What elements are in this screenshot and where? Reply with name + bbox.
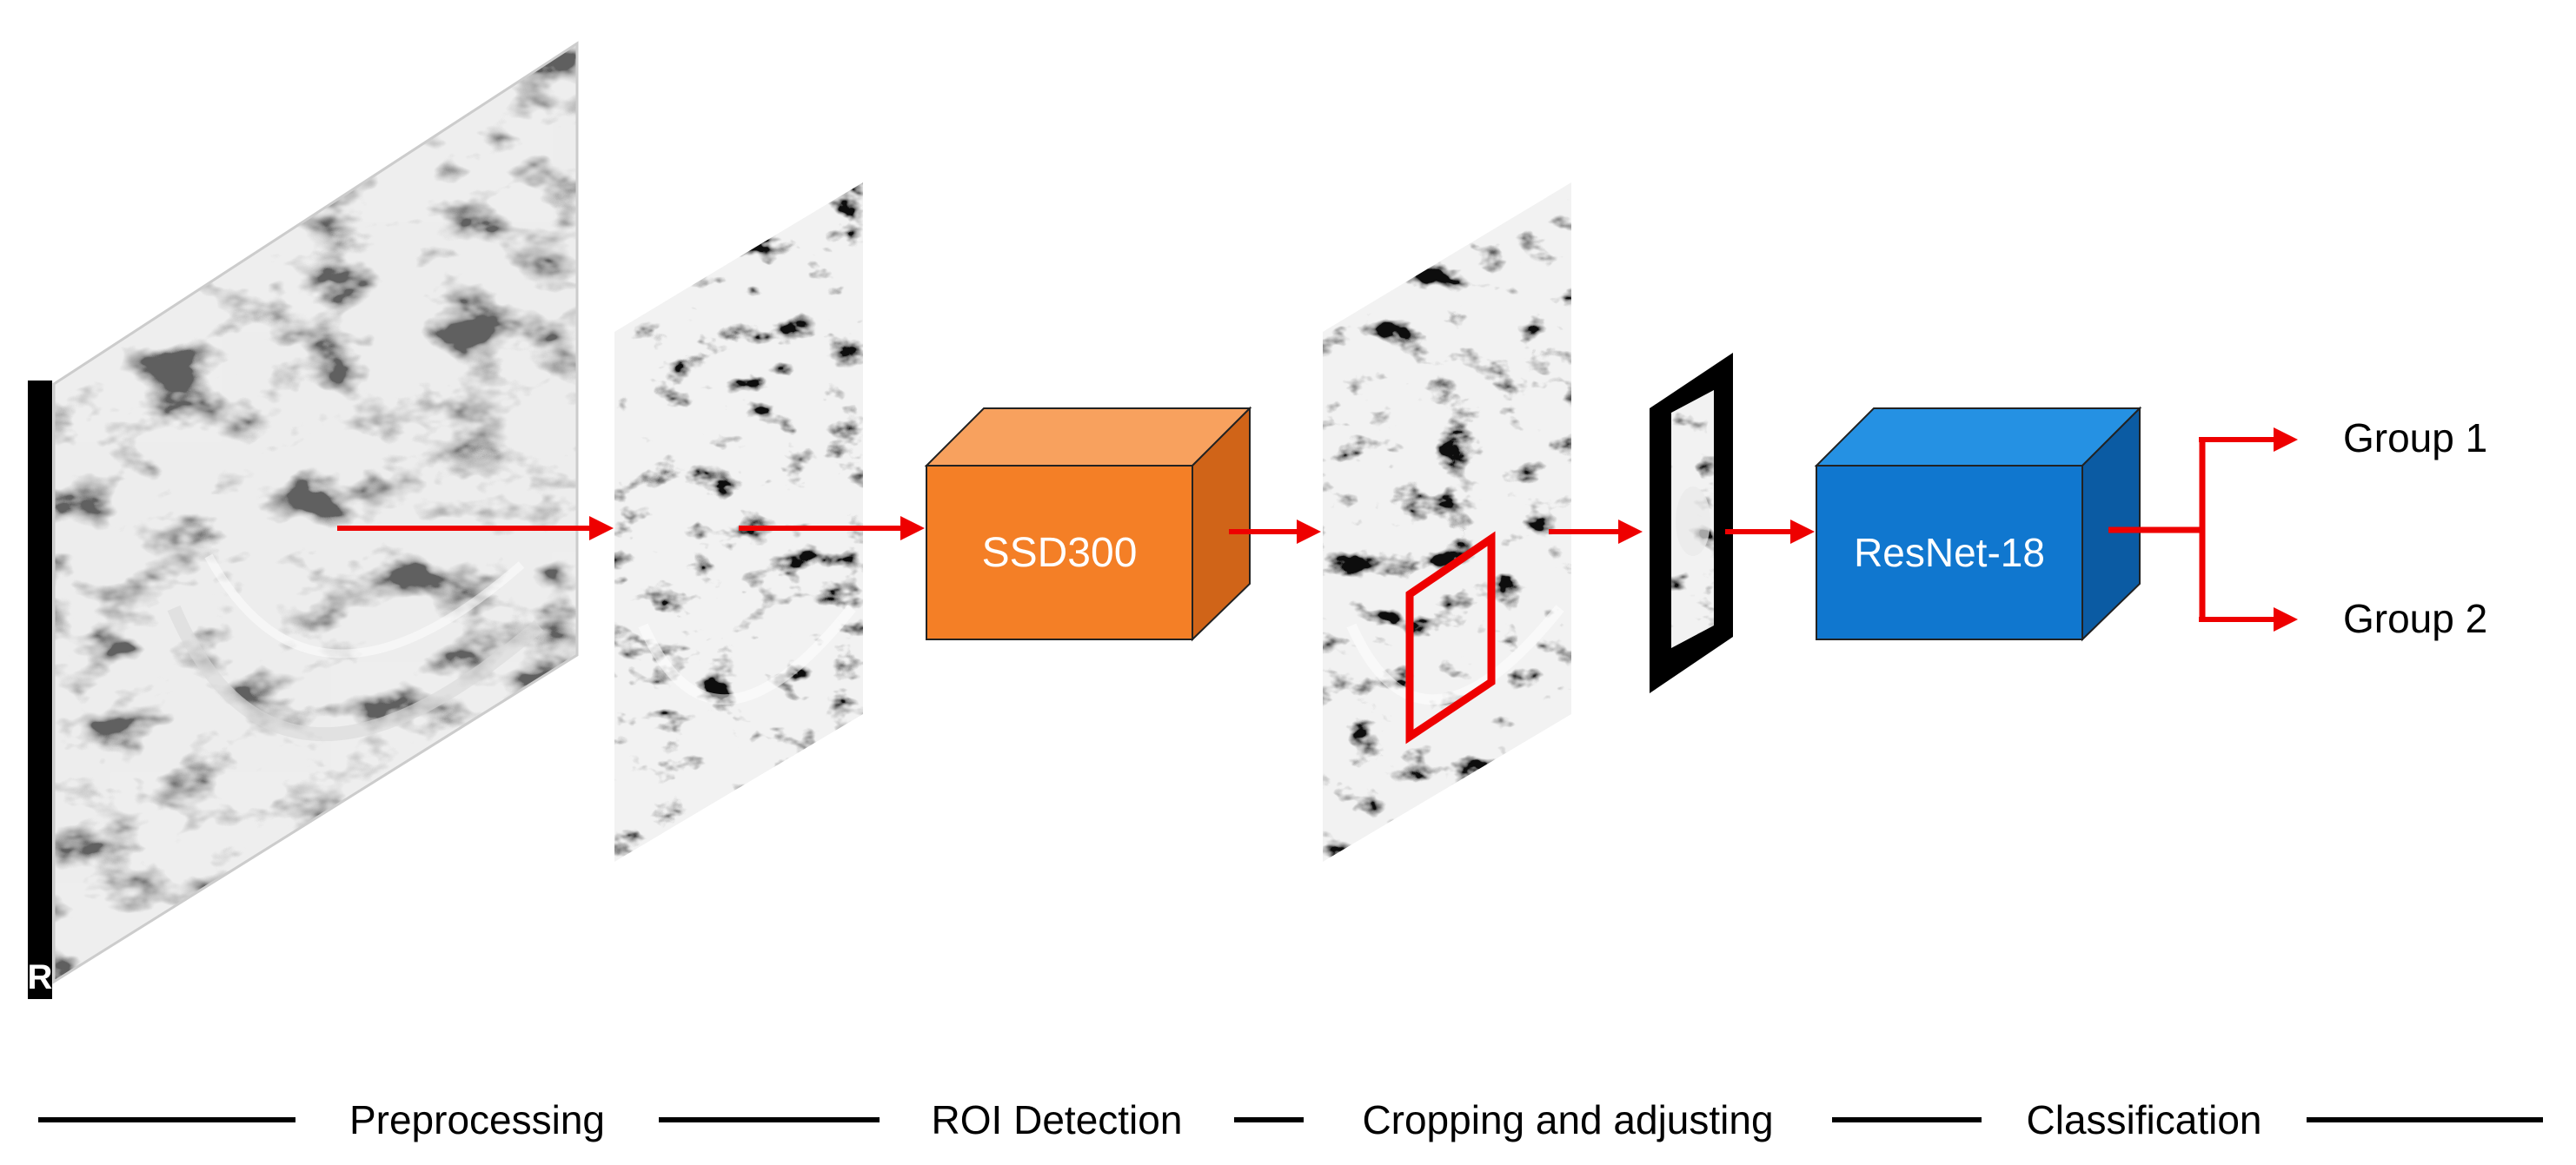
- xray-side-strip: [28, 381, 52, 999]
- output-group-1: Group 1: [2343, 415, 2487, 460]
- ssd300-label: SSD300: [982, 530, 1138, 576]
- roi-bounding-box: [1405, 531, 1496, 745]
- stage-cropping: Cropping and adjusting: [1362, 1097, 1773, 1142]
- arrow-ssd-to-detected: [1229, 520, 1321, 544]
- resnet18-label: ResNet-18: [1854, 530, 2045, 575]
- detected-xray-image: [1323, 182, 1571, 862]
- arrow-crop-to-resnet: [1725, 520, 1815, 544]
- stage-preprocessing: Preprocessing: [349, 1097, 605, 1142]
- ssd300-box: SSD300: [924, 406, 1252, 642]
- arrow-pre-to-ssd: [739, 516, 925, 540]
- arrow-resnet-split: [2108, 427, 2298, 632]
- flow-arrows: [337, 427, 2298, 632]
- preprocessed-xray-image: [614, 182, 863, 862]
- arrow-pano-to-pre: [337, 516, 614, 540]
- xray-r-marker: R: [28, 958, 53, 996]
- output-group-2: Group 2: [2343, 596, 2487, 641]
- arrow-detected-to-crop: [1549, 520, 1643, 544]
- stage-roi-detection: ROI Detection: [932, 1097, 1183, 1142]
- panoramic-xray-image: R: [28, 41, 579, 999]
- resnet18-box: ResNet-18: [1814, 406, 2142, 642]
- cropped-roi-image: [1650, 353, 1733, 693]
- stage-classification: Classification: [2027, 1097, 2262, 1142]
